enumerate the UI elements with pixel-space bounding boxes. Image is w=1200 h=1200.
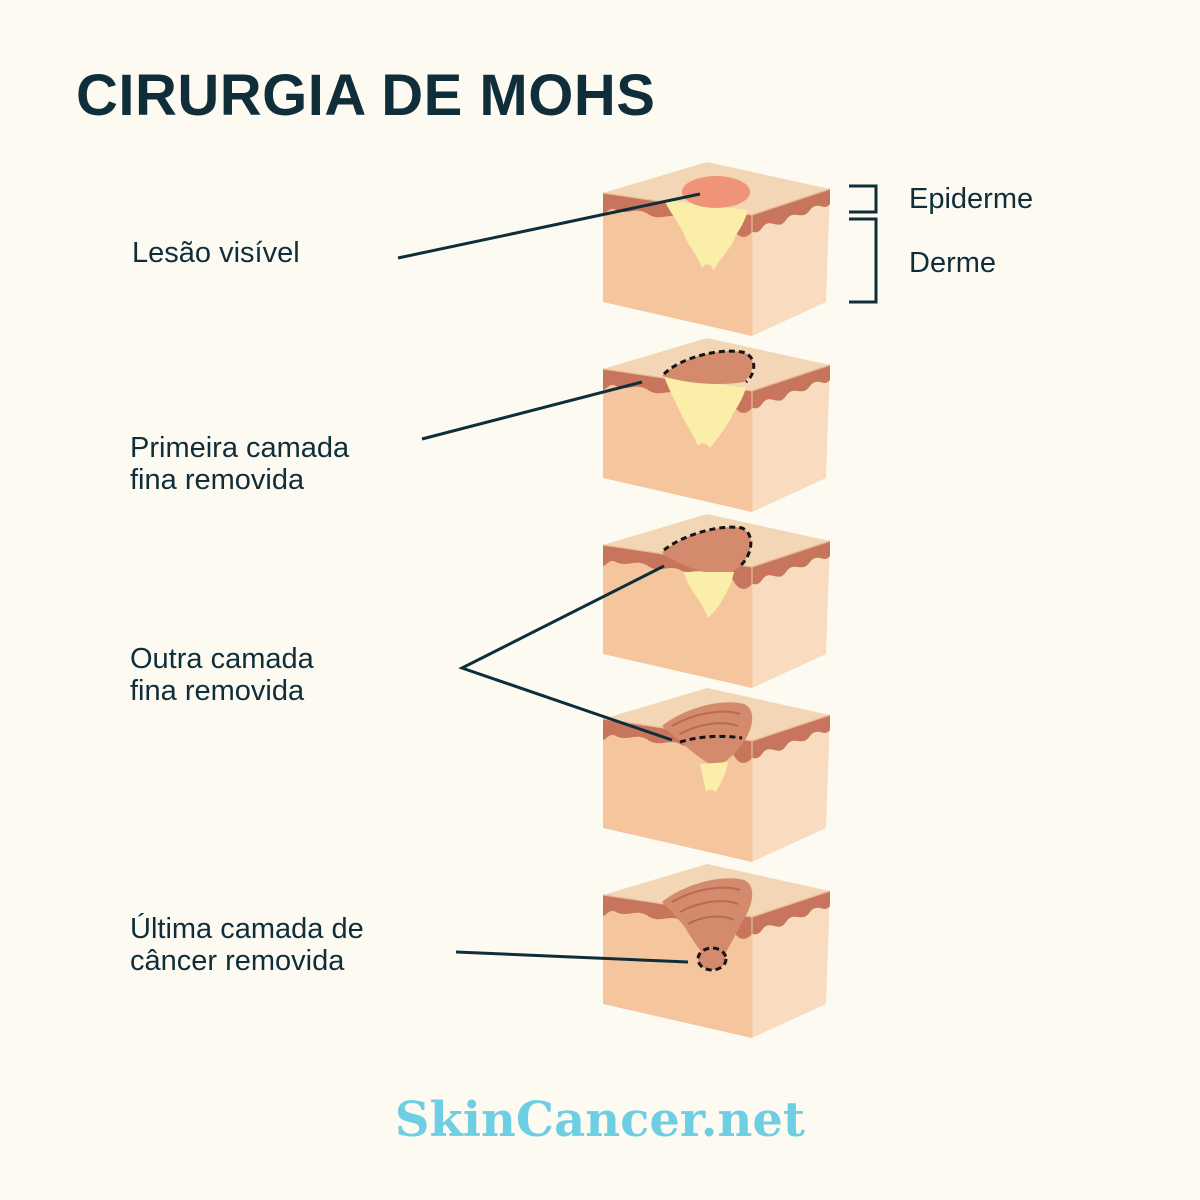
tumor-mass <box>664 376 746 448</box>
excision-outline <box>662 349 756 384</box>
tumor-mass <box>664 200 748 270</box>
dermis-label: Derme <box>909 247 997 279</box>
visible-lesion <box>682 176 750 208</box>
step-label-line: Primeira camada <box>130 432 350 464</box>
dermis-bracket <box>849 217 878 304</box>
excision-outline <box>679 734 743 744</box>
tumor-mass <box>684 572 734 618</box>
step-label-line: fina removida <box>130 464 305 496</box>
step-label-first-layer: Primeira camada fina removida <box>130 432 349 496</box>
callout-line-visible-lesion <box>397 192 701 260</box>
step-label-line: Última camada de <box>130 913 364 945</box>
excised-layer <box>662 351 753 384</box>
epidermis-bracket <box>849 184 878 214</box>
excision-outline <box>663 525 753 568</box>
callout-line-last-layer <box>455 950 689 964</box>
step-label-line: fina removida <box>130 675 305 707</box>
page-title: CIRURGIA DE MOHS <box>76 63 656 128</box>
callout-line-another-layer <box>458 564 673 742</box>
step-label-line: Outra camada <box>130 643 314 675</box>
skin-block-third-layer <box>602 687 831 863</box>
excised-crater <box>662 702 753 766</box>
skin-block-visible-lesion <box>602 161 831 337</box>
brand-logo: SkinCancer.net <box>394 1092 806 1148</box>
step-label-another-layer: Outra camada fina removida <box>130 643 314 707</box>
skin-block-second-layer <box>602 513 831 689</box>
final-excision-outline <box>696 946 728 972</box>
skin-block-last-layer <box>602 863 831 1039</box>
epidermis-label: Epiderme <box>909 183 1034 215</box>
callout-line-first-layer <box>421 380 643 441</box>
step-label-last-layer: Última camada de câncer removida <box>130 913 364 977</box>
step-label-line: Lesão visível <box>132 237 300 269</box>
excised-crater <box>662 878 753 966</box>
tumor-mass <box>700 762 728 792</box>
step-label-visible-lesion: Lesão visível <box>132 237 300 269</box>
skin-block-first-layer <box>602 337 831 513</box>
step-label-line: câncer removida <box>130 945 345 977</box>
